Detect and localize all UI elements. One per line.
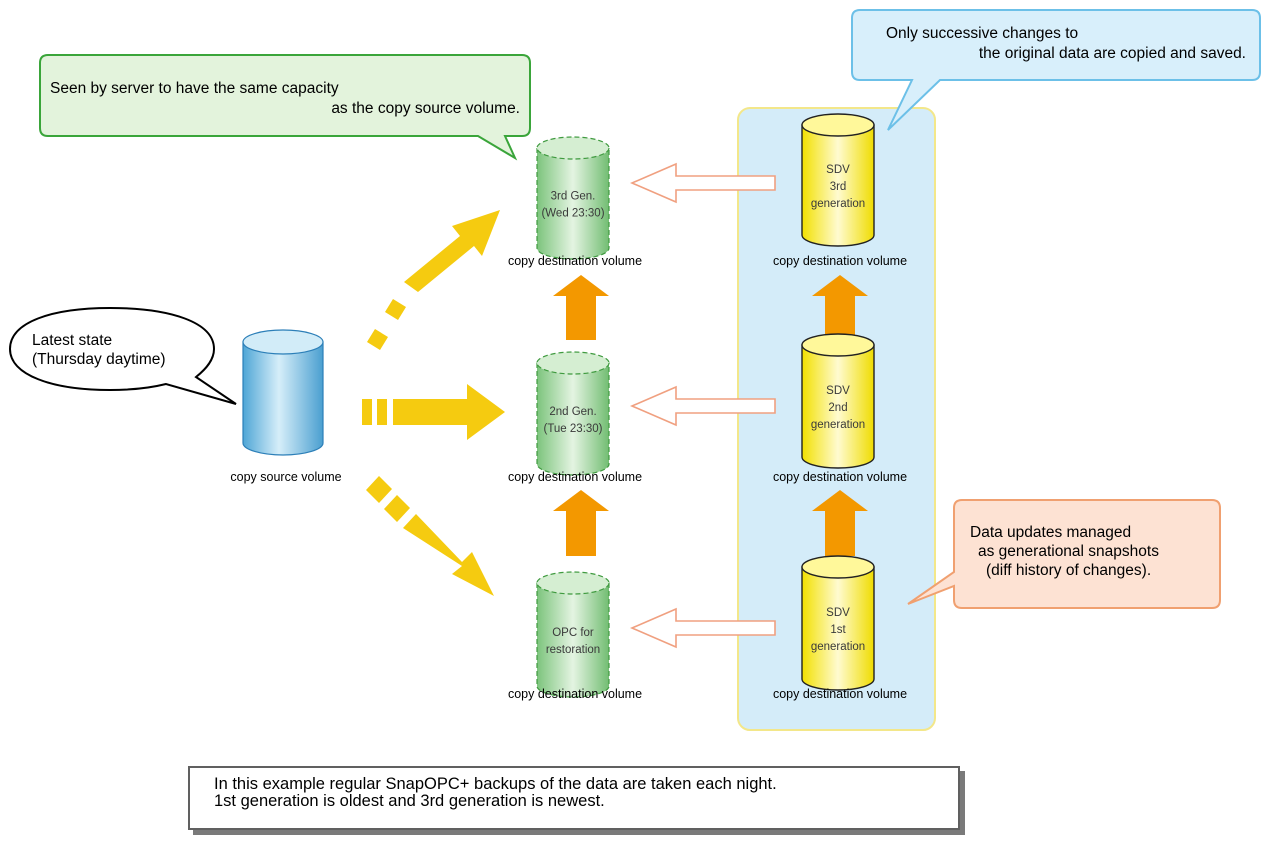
destination-volume-2: 2nd Gen. (Tue 23:30) copy destination volu… (508, 351, 642, 484)
cylinder-volume-icon (801, 555, 875, 691)
cylinder-volume-icon (242, 329, 324, 456)
copy-arrow-to-opc (366, 476, 494, 596)
sdv-volume-1-label-line-1: SDV (826, 164, 850, 176)
snapshots-callout-line-1: Data updates managed (970, 524, 1131, 541)
changes-callout-line-2: the original data are copied and saved. (979, 45, 1246, 62)
cylinder-volume-icon (801, 333, 875, 469)
up-arrow-mid-top (553, 275, 609, 340)
destination-volume-1-label-line-1: 3rd Gen. (551, 191, 596, 203)
latest-state-line-2: (Thursday daytime) (32, 351, 166, 368)
destination-volume-3-label-line-1: OPC for (552, 627, 594, 639)
destination-volume-1: 3rd Gen. (Wed 23:30) copy destination volu… (508, 136, 642, 268)
dashed-cylinder-volume-icon (536, 351, 610, 476)
snapshots-callout: Data updates managed as generational sna… (907, 499, 1221, 609)
sdv-volume-3-label-line-1: SDV (826, 607, 850, 619)
destination-volume-2-label-line-1: 2nd Gen. (549, 406, 596, 418)
up-arrow-sdv-top (812, 275, 868, 340)
sdv-volume-3: SDV 1st generation copy destination volume (773, 555, 907, 701)
latest-state-line-1: Latest state (32, 332, 112, 349)
copy-source-caption: copy source volume (230, 470, 341, 484)
dashed-cylinder-volume-icon (536, 571, 610, 698)
hollow-arrow-opc (629, 607, 776, 649)
sdv-volume-2-label-line-1: SDV (826, 385, 850, 397)
sdv-volume-1-label-line-3: generation (811, 198, 865, 210)
sdv-volume-3-label-line-2: 1st (830, 624, 846, 636)
destination-volume-2-caption: copy destination volume (508, 470, 642, 484)
up-arrow-mid-bottom (553, 490, 609, 556)
hollow-arrows (629, 162, 776, 649)
sdv-volume-1-caption: copy destination volume (773, 254, 907, 268)
note-line-1: In this example regular SnapOPC+ backups… (214, 775, 777, 793)
capacity-callout-line-2: as the copy source volume. (331, 100, 520, 117)
sdv-volume-3-caption: copy destination volume (773, 687, 907, 701)
copy-arrow-to-2nd (362, 384, 505, 440)
latest-state-bubble: Latest state (Thursday daytime) (8, 306, 237, 405)
destination-volume-2-label-line-2: (Tue 23:30) (543, 423, 602, 435)
destination-volume-3-caption: copy destination volume (508, 687, 642, 701)
sdv-volume-3-label-line-3: generation (811, 641, 865, 653)
capacity-callout: Seen by server to have the same capacity… (39, 54, 531, 161)
sdv-volume-2-caption: copy destination volume (773, 470, 907, 484)
up-arrows (553, 275, 868, 556)
changes-callout: Only successive changes to the original … (851, 9, 1261, 131)
destination-volume-3-label-line-2: restoration (546, 644, 600, 656)
sdv-volume-2-label-line-3: generation (811, 419, 865, 431)
cylinder-volume-icon (801, 113, 875, 247)
sdv-volume-1-label-line-2: 3rd (830, 181, 847, 193)
destination-volume-3: OPC for restoration copy destination volum… (508, 571, 642, 701)
note-line-2: 1st generation is oldest and 3rd generat… (214, 792, 605, 810)
snapshots-callout-line-2: as generational snapshots (978, 543, 1159, 560)
sdv-volume-2-label-line-2: 2nd (828, 402, 847, 414)
hollow-arrow-2nd (629, 385, 776, 427)
changes-callout-line-1: Only successive changes to (886, 25, 1078, 42)
capacity-callout-line-1: Seen by server to have the same capacity (50, 80, 339, 97)
sdv-volume-2: SDV 2nd generation copy destination volume (773, 333, 907, 484)
sdv-volume-1: SDV 3rd generation copy destination volume (773, 113, 907, 268)
note-box: In this example regular SnapOPC+ backups… (188, 766, 960, 830)
destination-volume-1-label-line-2: (Wed 23:30) (541, 208, 604, 220)
snapshots-callout-line-3: (diff history of changes). (986, 562, 1151, 579)
destination-volume-1-caption: copy destination volume (508, 254, 642, 268)
copy-source-volume: copy source volume (230, 329, 342, 484)
copy-arrow-to-3rd (367, 210, 500, 350)
destination-volumes: 3rd Gen. (Wed 23:30) copy destination volu… (508, 136, 642, 701)
hollow-arrow-3rd (629, 162, 776, 204)
up-arrow-sdv-bottom (812, 490, 868, 556)
dashed-cylinder-volume-icon (536, 136, 610, 260)
